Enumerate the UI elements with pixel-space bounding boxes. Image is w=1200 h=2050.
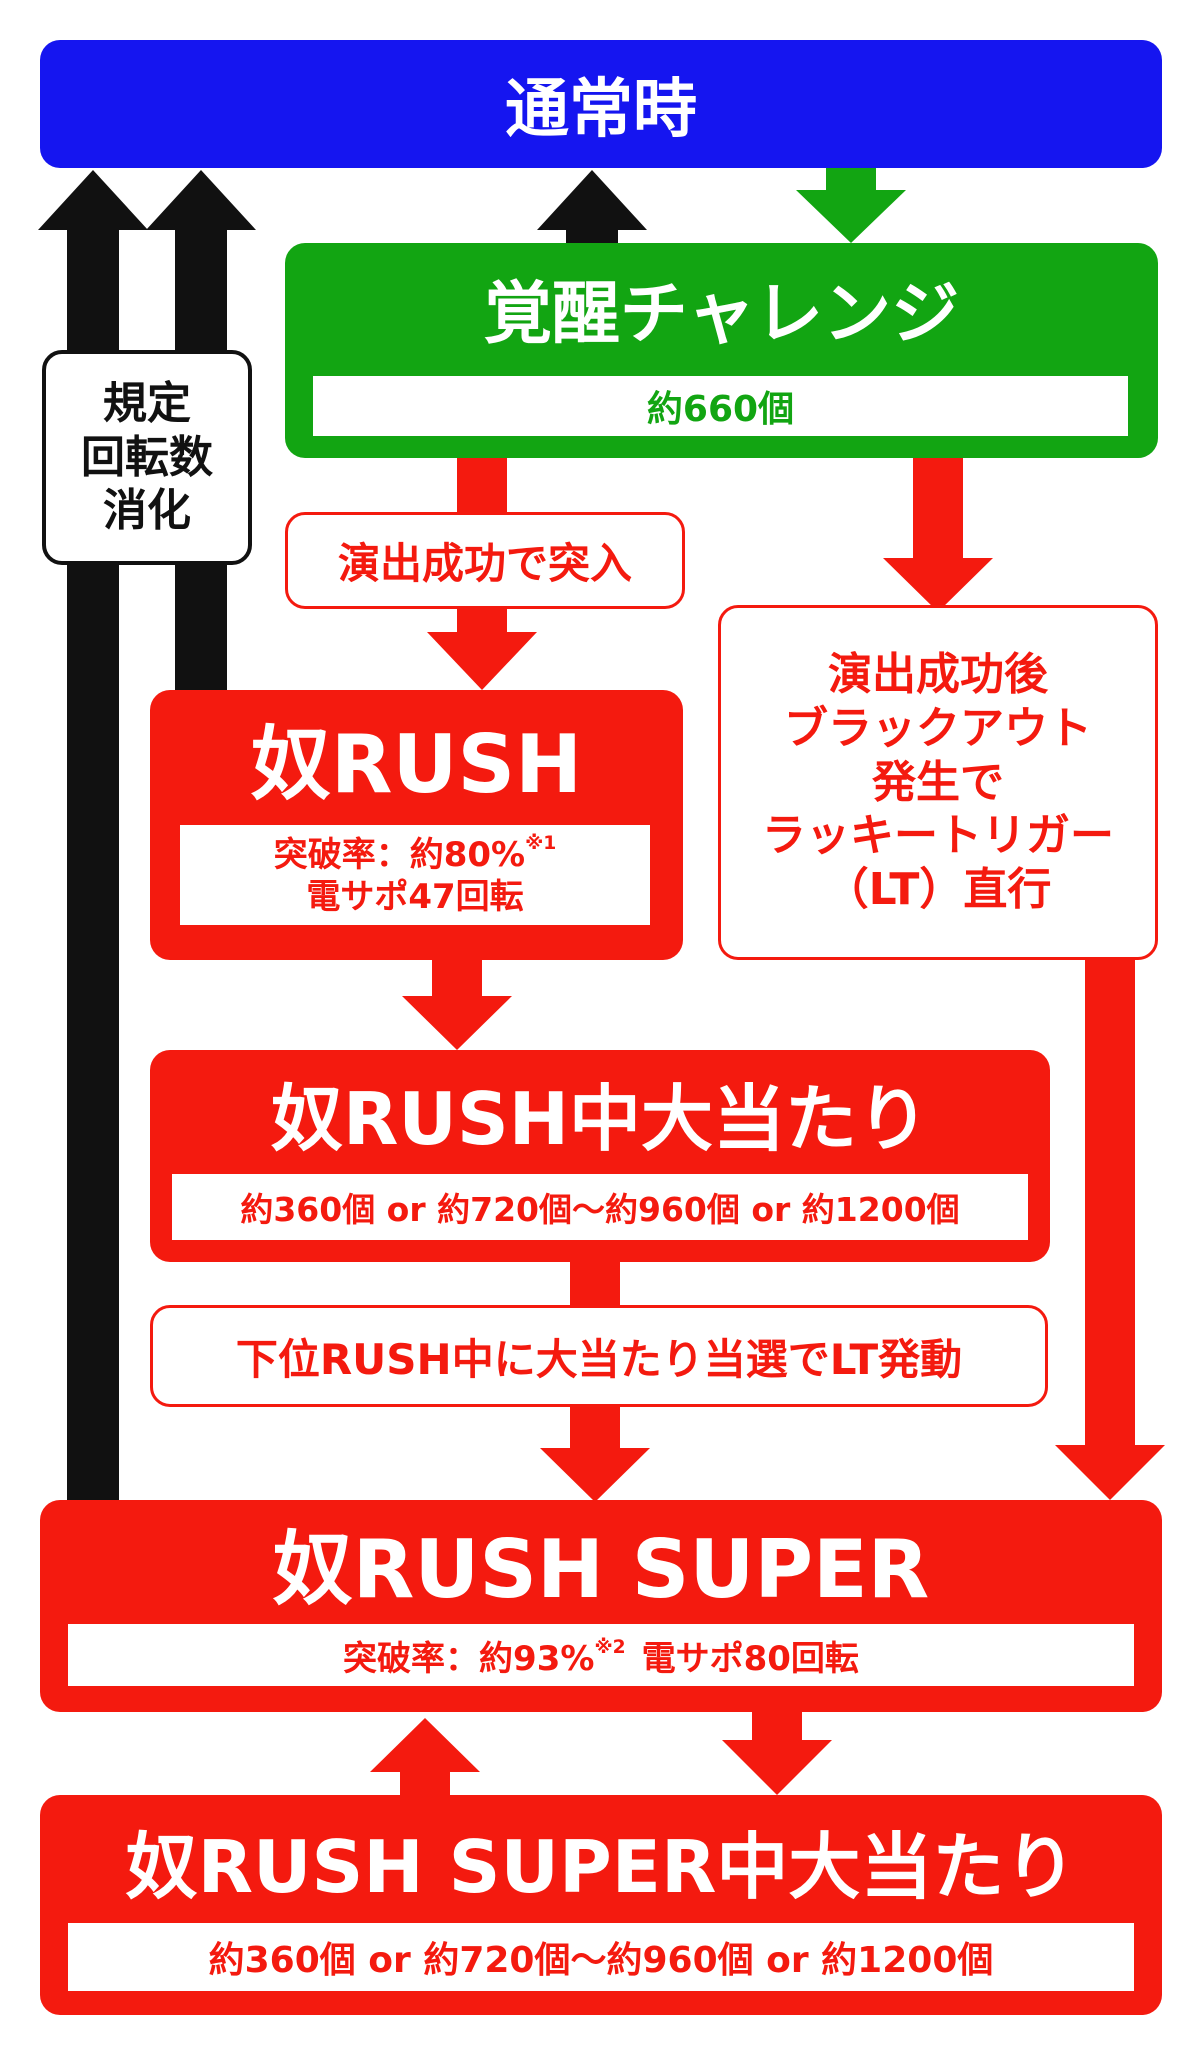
arrow-rush-to-rush-jackpot (402, 958, 512, 1050)
yakko-rush-super-jackpot-balls: 約360個 or 約720個〜約960個 or 約1200個 (208, 1940, 994, 1981)
yakko-rush-super-breakthrough-label: 突破率：約93% (343, 1638, 595, 1679)
normal-state-box: 通常時 (40, 40, 1162, 168)
awakening-challenge-box: 覚醒チャレンジ 約660個 (285, 243, 1158, 458)
loop-label: 規定 回転数 消化 (81, 377, 213, 537)
yakko-rush-title: 奴RUSH (250, 717, 583, 811)
yakko-rush-super-box: 奴RUSH SUPER 突破率：約93%※2 電サポ80回転 (40, 1500, 1162, 1712)
entry-label: 演出成功で突入 (337, 539, 632, 588)
yakko-rush-info-panel: 突破率：約80%※1 電サポ47回転 (180, 825, 650, 925)
yakko-rush-super-note-mark: ※2 (594, 1636, 626, 1658)
yakko-rush-jackpot-box: 奴RUSH中大当たり 約360個 or 約720個〜約960個 or 約1200… (150, 1050, 1050, 1262)
yakko-rush-breakthrough: 突破率：約80%※1 (274, 832, 557, 876)
awakening-challenge-balls: 約660個 (646, 389, 795, 430)
yakko-rush-support: 電サポ47回転 (306, 876, 524, 917)
yakko-rush-jackpot-balls: 約360個 or 約720個〜約960個 or 約1200個 (240, 1190, 960, 1229)
arrow-super-jackpot-to-super (370, 1718, 480, 1800)
yakko-rush-super-info-panel: 突破率：約93%※2 電サポ80回転 (68, 1624, 1134, 1686)
yakko-rush-super-jackpot-balls-panel: 約360個 or 約720個〜約960個 or 約1200個 (68, 1923, 1134, 1991)
yakko-rush-note-mark: ※1 (525, 832, 557, 854)
yakko-rush-super-jackpot-box: 奴RUSH SUPER中大当たり 約360個 or 約720個〜約960個 or… (40, 1795, 1162, 2015)
arrow-lt-to-super (1055, 958, 1165, 1500)
awakening-challenge-balls-panel: 約660個 (313, 376, 1128, 436)
arrow-challenge-to-lt (883, 455, 993, 612)
lt-trigger-label: 下位RUSH中に大当たり当選でLT発動 (235, 1334, 963, 1384)
arrow-normal-to-challenge (796, 168, 906, 243)
yakko-rush-super-jackpot-title: 奴RUSH SUPER中大当たり (125, 1824, 1077, 1909)
lucky-trigger-note-box: 演出成功後 ブラックアウト 発生で ラッキートリガー （LT）直行 (718, 605, 1158, 960)
arrow-super-to-super-jackpot (722, 1712, 832, 1795)
lucky-trigger-note: 演出成功後 ブラックアウト 発生で ラッキートリガー （LT）直行 (762, 649, 1114, 915)
yakko-rush-breakthrough-label: 突破率：約80% (273, 834, 526, 875)
lt-trigger-label-box: 下位RUSH中に大当たり当選でLT発動 (150, 1305, 1048, 1407)
yakko-rush-super-info: 突破率：約93%※2 電サポ80回転 (343, 1631, 859, 1680)
yakko-rush-box: 奴RUSH 突破率：約80%※1 電サポ47回転 (150, 690, 683, 960)
yakko-rush-jackpot-balls-panel: 約360個 or 約720個〜約960個 or 約1200個 (172, 1174, 1028, 1240)
loop-label-box: 規定 回転数 消化 (42, 350, 252, 565)
normal-state-title: 通常時 (505, 73, 697, 147)
yakko-rush-super-support: 電サポ80回転 (641, 1638, 859, 1679)
yakko-rush-super-title: 奴RUSH SUPER (272, 1522, 930, 1616)
awakening-challenge-title: 覚醒チャレンジ (483, 274, 960, 354)
entry-label-box: 演出成功で突入 (285, 512, 685, 609)
yakko-rush-jackpot-title: 奴RUSH中大当たり (270, 1077, 930, 1161)
